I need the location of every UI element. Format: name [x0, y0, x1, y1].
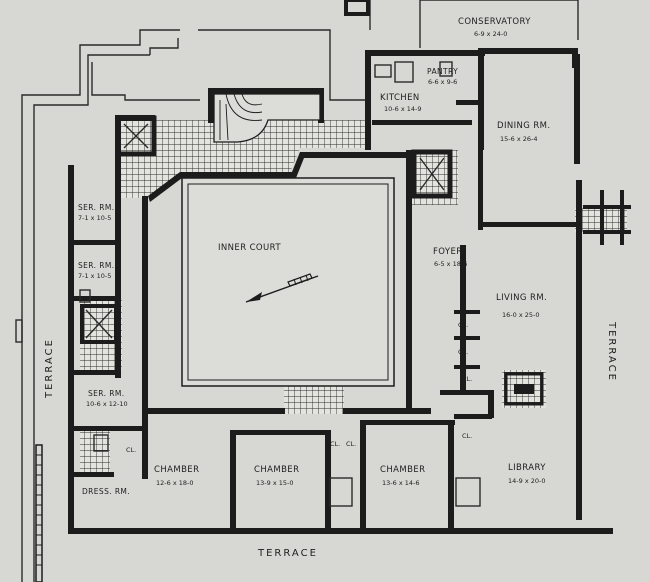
terrace-right-label: TERRACE	[606, 321, 617, 382]
compass-arrow-icon	[245, 273, 319, 303]
ser2-label: SER. RM.	[78, 261, 114, 270]
terrace-labels: TERRACE TERRACE TERRACE	[44, 321, 617, 559]
chamber3-size: 13-6 x 14-6	[382, 479, 419, 487]
closet-label: CL.	[458, 348, 468, 356]
chamber2-size: 13-9 x 15-0	[256, 479, 293, 487]
terrace-left-label: TERRACE	[44, 338, 55, 399]
site-outline	[21, 0, 579, 582]
chamber2-label: CHAMBER	[254, 465, 299, 475]
closet-labels: CL. CL. CL. CL. CL. CL. CL.	[126, 321, 472, 454]
fixtures	[79, 61, 481, 507]
closet-label: CL.	[126, 446, 136, 454]
chamber3-label: CHAMBER	[380, 465, 425, 475]
foyer-label: FOYER	[433, 247, 463, 257]
chamber1-size: 12-6 x 18-0	[156, 479, 193, 487]
library-label: LIBRARY	[508, 463, 546, 473]
conservatory-size: 6-9 x 24-0	[474, 30, 507, 38]
ser1-size: 7-1 x 10-5	[78, 214, 111, 222]
kitchen-size: 10-6 x 14-9	[384, 105, 421, 113]
conservatory-label: CONSERVATORY	[458, 17, 531, 27]
foyer-size: 6-5 x 18-6	[434, 260, 467, 268]
walls	[68, 48, 631, 534]
room-labels: CONSERVATORY 6-9 x 24-0 PANTRY 6-6 x 9-6…	[78, 17, 551, 496]
terrace-bottom-label: TERRACE	[257, 548, 318, 559]
dress-label: DRESS. RM.	[82, 487, 130, 496]
left-terrace-railing	[15, 319, 43, 582]
library-size: 14-9 x 20-0	[508, 477, 545, 485]
pantry-label: PANTRY	[427, 67, 458, 76]
closet-label: CL.	[462, 375, 472, 383]
living-size: 16-0 x 25-0	[502, 311, 539, 319]
closet-label: CL.	[346, 440, 356, 448]
closet-label: CL.	[458, 321, 468, 329]
dining-label: DINING RM.	[497, 121, 551, 131]
closet-label: CL.	[330, 440, 340, 448]
kitchen-label: KITCHEN	[380, 93, 420, 103]
chamber1-label: CHAMBER	[154, 465, 199, 475]
closet-label: CL.	[462, 432, 472, 440]
ser2-size: 7-1 x 10-5	[78, 272, 111, 280]
pantry-size: 6-6 x 9-6	[428, 78, 457, 86]
ser3-size: 10-6 x 12-10	[86, 400, 128, 408]
ser3-label: SER. RM.	[88, 389, 124, 398]
dining-size: 15-6 x 26-4	[500, 135, 537, 143]
ser1-label: SER. RM.	[78, 203, 114, 212]
inner-court-label: INNER COURT	[218, 243, 281, 253]
living-label: LIVING RM.	[496, 293, 547, 303]
